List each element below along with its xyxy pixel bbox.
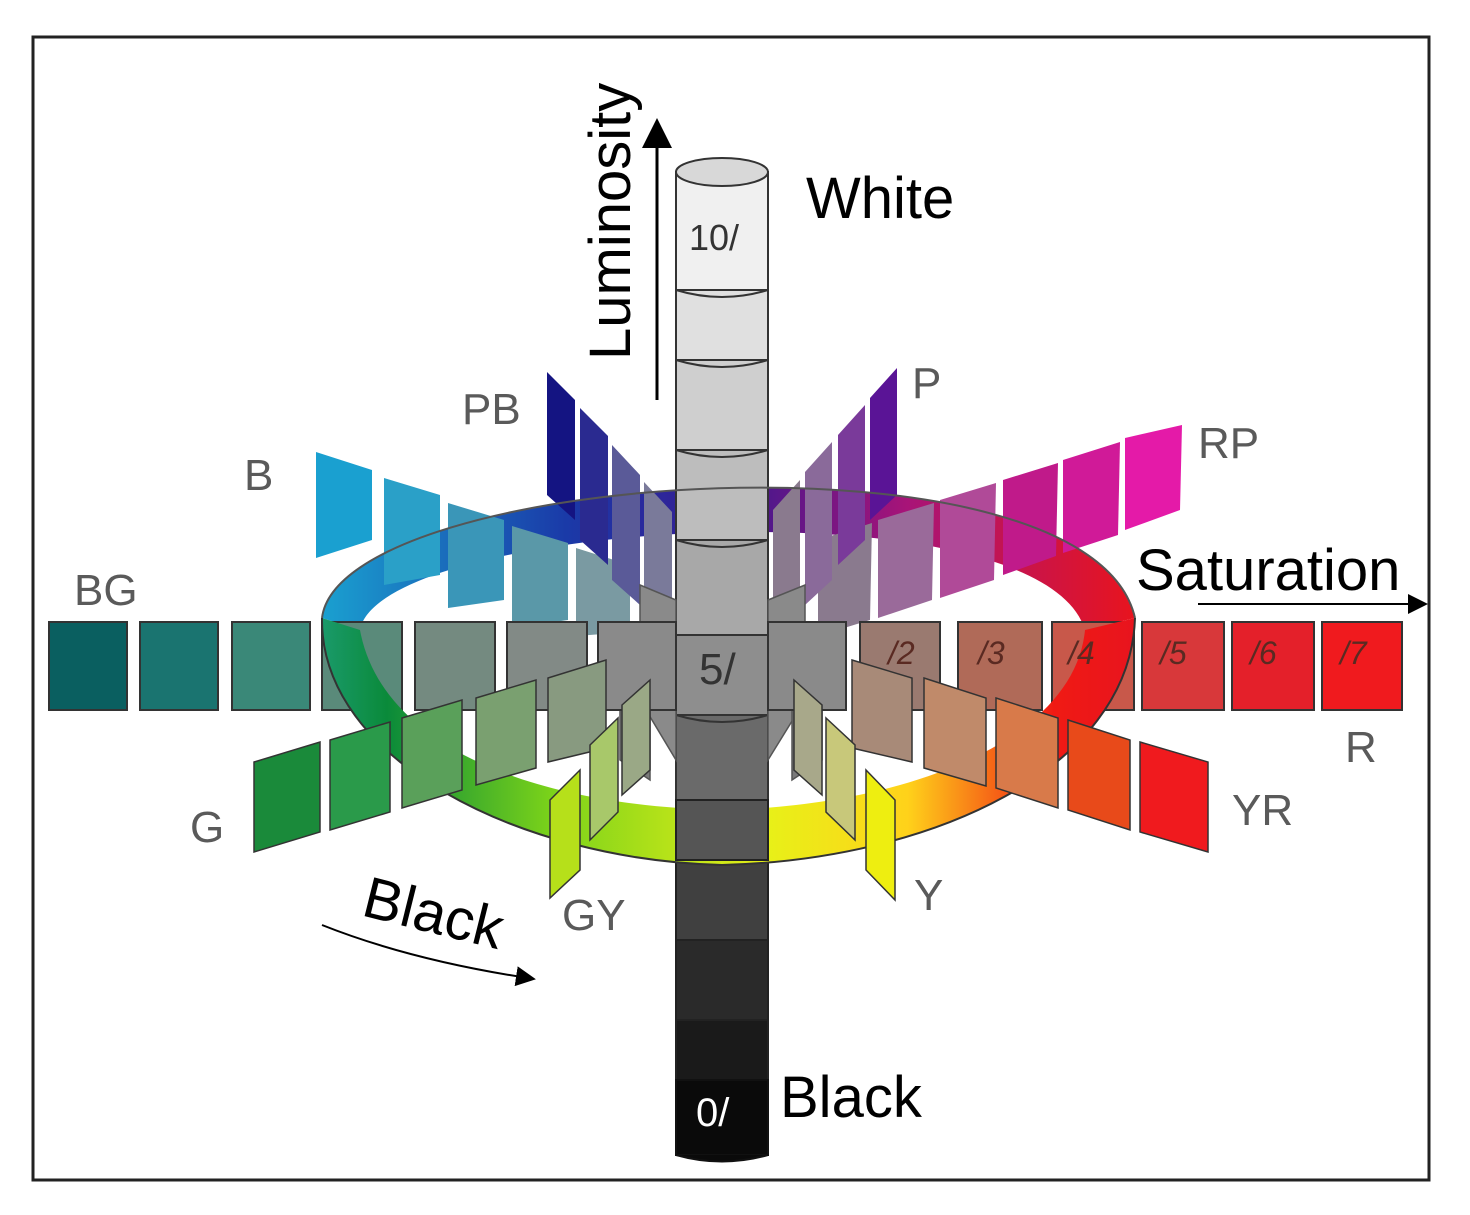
g-chroma-panels — [253, 658, 607, 854]
chroma-2-label: /2 — [886, 635, 915, 671]
white-label: White — [806, 166, 954, 231]
luminosity-label: Luminosity — [578, 83, 643, 360]
yr-chroma-panels — [851, 658, 1209, 854]
chroma-3-label: /3 — [976, 635, 1005, 671]
y-chroma-panels — [793, 678, 896, 902]
chroma-4-label: /4 — [1066, 635, 1095, 671]
chroma-6-label: /6 — [1248, 635, 1277, 671]
saturation-label: Saturation — [1136, 538, 1400, 603]
hue-ring-outline — [321, 486, 1136, 619]
hue-label-rp: RP — [1198, 419, 1259, 468]
value-column — [675, 157, 769, 1163]
hue-label-pb: PB — [462, 385, 521, 434]
hue-label-b: B — [244, 451, 273, 500]
bg-chroma-squares — [48, 621, 677, 711]
b-chroma-panels — [316, 452, 630, 636]
value-10-label: 10/ — [689, 217, 739, 258]
hue-label-gy: GY — [562, 891, 626, 940]
figure-frame — [31, 35, 1431, 1182]
hue-ring-front — [321, 618, 1136, 865]
hue-label-y: Y — [914, 871, 943, 920]
value-0-label: 0/ — [696, 1091, 730, 1135]
black-label: Black — [780, 1065, 923, 1130]
hue-label-g: G — [190, 803, 224, 852]
value-5-label: 5/ — [699, 645, 736, 694]
gy-chroma-panels — [549, 678, 651, 900]
hue-label-yr: YR — [1232, 786, 1293, 835]
hue-label-r: R — [1345, 723, 1377, 772]
column-lower-front — [675, 799, 769, 861]
hue-direction-label: Black — [357, 865, 511, 963]
chroma-7-label: /7 — [1338, 635, 1368, 671]
hue-arrow — [321, 924, 536, 987]
hue-label-bg: BG — [74, 566, 138, 615]
rp-chroma-panels — [818, 425, 1182, 636]
chroma-5-label: /5 — [1158, 635, 1187, 671]
hue-label-p: P — [912, 359, 941, 408]
